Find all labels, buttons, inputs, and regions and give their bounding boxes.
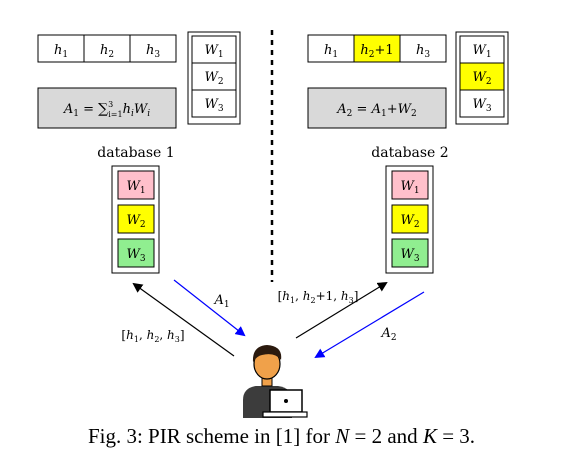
db1-file-w1: W1: [126, 179, 145, 196]
query-arrow-to-db1: [132, 282, 235, 357]
caption-k-equals: = 3.: [436, 424, 476, 448]
db1-query-label: [h1, h2, h3]: [121, 328, 184, 344]
db1-query-h1: h1: [54, 43, 68, 60]
query-arrow-to-db2: [295, 281, 388, 339]
db1-query-row: h1 h2 h3: [37, 34, 177, 63]
db1-stored-column: W1 W2 W3: [187, 31, 241, 125]
db2-file-w2: W2: [400, 213, 419, 230]
db1-server: W1 W2 W3: [111, 165, 160, 274]
db1-file-w3: W3: [126, 247, 145, 264]
db2-answer-box: A2 = A1+W2: [307, 87, 447, 129]
caption-k-symbol: K: [422, 424, 437, 448]
db2-answer-label: A2: [380, 326, 396, 343]
db2-query-h1: h1: [324, 43, 338, 60]
figure-caption: Fig. 3: PIR scheme in [1] for N = 2 and …: [0, 424, 563, 449]
db2-server: W1 W2 W3: [385, 165, 434, 274]
db1-stored-w2: W2: [204, 70, 223, 87]
answer-arrow-from-db1: [173, 279, 246, 337]
caption-prefix: Fig. 3: PIR scheme in [1] for: [87, 424, 336, 448]
db2-stored-w1: W1: [472, 43, 491, 60]
db2-query-h3: h3: [416, 43, 430, 60]
db2-file-w1: W1: [400, 179, 419, 196]
db2-file-w3: W3: [400, 247, 419, 264]
db2-stored-w3: W3: [472, 97, 491, 114]
caption-n-symbol: N: [335, 424, 350, 448]
db2-query-label: [h1, h2+1, h3]: [278, 289, 359, 305]
user-with-laptop-icon: [243, 345, 308, 418]
db2-stored-w2: W2: [472, 70, 491, 87]
db1-query-h3: h3: [146, 43, 160, 60]
db2-group: h1 h2+1 h3 A2 = A1+W2 W1 W2 W3 database …: [307, 31, 509, 274]
db1-stored-w3: W3: [204, 97, 223, 114]
db1-file-w2: W2: [126, 213, 145, 230]
db2-query-h2-plus-1: h2+1: [360, 43, 393, 60]
caption-n-equals: = 2 and: [349, 424, 423, 448]
db2-query-row: h1 h2+1 h3: [307, 34, 447, 63]
db2-stored-column: W1 W2 W3: [455, 31, 509, 125]
db1-answer-label: A1: [213, 293, 229, 310]
db2-answer-formula: A2 = A1+W2: [336, 102, 416, 119]
db1-query-h2: h2: [100, 43, 114, 60]
answer-arrow-from-db2: [314, 291, 425, 359]
db1-label: database 1: [97, 145, 174, 161]
db2-label: database 2: [371, 145, 448, 161]
db1-stored-w1: W1: [204, 43, 223, 60]
